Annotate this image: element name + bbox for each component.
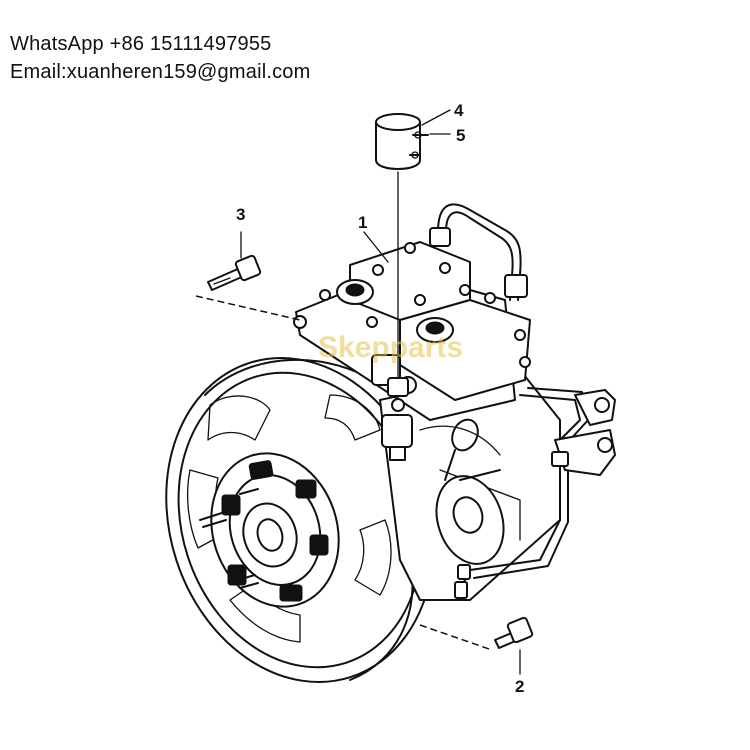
callout-4: 4 <box>454 101 464 120</box>
watermark-text: Skepparts <box>318 331 463 364</box>
bolt-item-3 <box>195 231 301 321</box>
hydraulic-pipes <box>429 203 616 599</box>
leader-lines <box>363 109 451 263</box>
pump-body <box>379 369 561 601</box>
callout-2: 2 <box>515 677 524 696</box>
callout-3: 3 <box>236 205 245 224</box>
callout-5: 5 <box>456 126 465 145</box>
sensor-fitting <box>381 171 413 461</box>
contact-email: Email:xuanheren159@gmail.com <box>10 61 311 83</box>
coupling-hub <box>199 452 340 608</box>
contact-whatsapp: WhatsApp +86 15111497955 <box>10 33 272 55</box>
bolt-item-2 <box>419 616 534 675</box>
pressure-sensor-cap <box>375 113 429 170</box>
callout-1: 1 <box>358 213 367 232</box>
regulator-block <box>293 241 531 421</box>
